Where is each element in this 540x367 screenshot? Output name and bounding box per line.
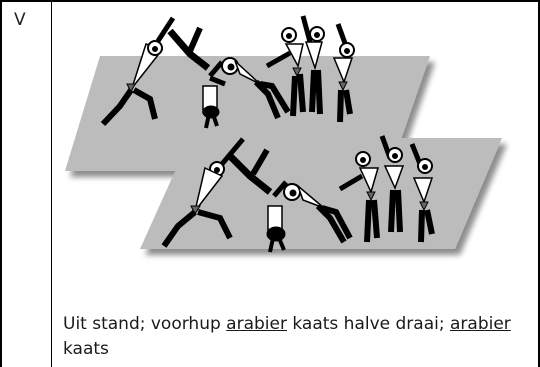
table-border-left: [0, 0, 2, 367]
caption-text-3: kaats: [63, 339, 109, 359]
floor-mat-bottom: [140, 138, 502, 249]
table-column-divider: [51, 0, 52, 367]
term-link-arabier-1[interactable]: arabier: [226, 314, 287, 334]
gymnastics-illustration: [60, 6, 530, 306]
caption-text-2: kaats halve draai;: [287, 314, 450, 334]
term-link-arabier-2[interactable]: arabier: [450, 314, 511, 334]
level-label: V: [14, 10, 26, 30]
table-border-top: [0, 0, 540, 2]
caption-text-1: Uit stand; voorhup: [63, 314, 226, 334]
exercise-description: Uit stand; voorhup arabier kaats halve d…: [63, 312, 533, 362]
